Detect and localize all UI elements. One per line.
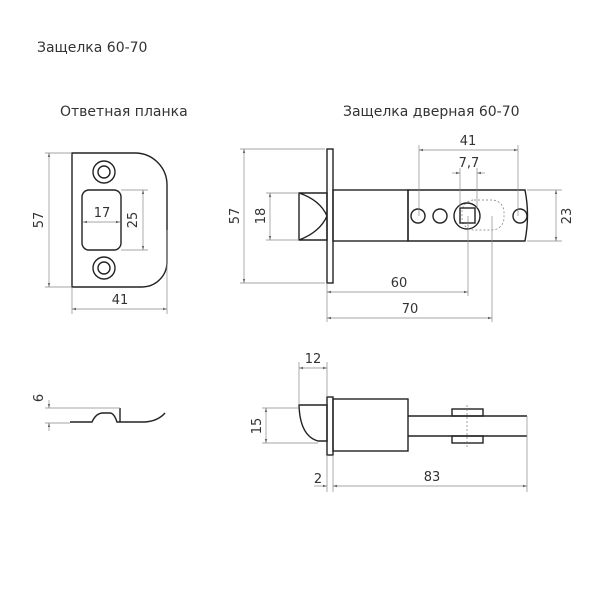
strike-plate-profile [45, 400, 166, 431]
dim-backset-60: 60 [391, 276, 408, 291]
dim-holes-span: 41 [460, 134, 477, 149]
dim-square: 7,7 [459, 156, 480, 171]
sheet-title: Защелка 60-70 [37, 40, 147, 56]
dim-bolt-side-height: 15 [250, 418, 265, 435]
dim-plate-thickness: 6 [32, 394, 47, 402]
dim-backset-70: 70 [402, 302, 419, 317]
strike-plate-front [45, 152, 168, 314]
dim-face-height: 57 [228, 208, 243, 225]
dim-window-height: 25 [126, 212, 141, 229]
dim-plate-height: 57 [32, 212, 47, 229]
latch-top-view [240, 145, 562, 322]
dim-face-thickness: 2 [314, 472, 322, 487]
dim-window-width: 17 [94, 206, 111, 221]
dim-bar-height: 23 [560, 208, 575, 225]
dim-bolt-depth: 12 [305, 352, 322, 367]
dim-length: 83 [424, 470, 441, 485]
dim-plate-width: 41 [112, 293, 129, 308]
latch-title: Защелка дверная 60-70 [343, 104, 520, 120]
latch-side-view [262, 362, 528, 492]
strike-plate-title: Ответная планка [60, 104, 188, 120]
dim-bolt-height: 18 [254, 208, 269, 225]
